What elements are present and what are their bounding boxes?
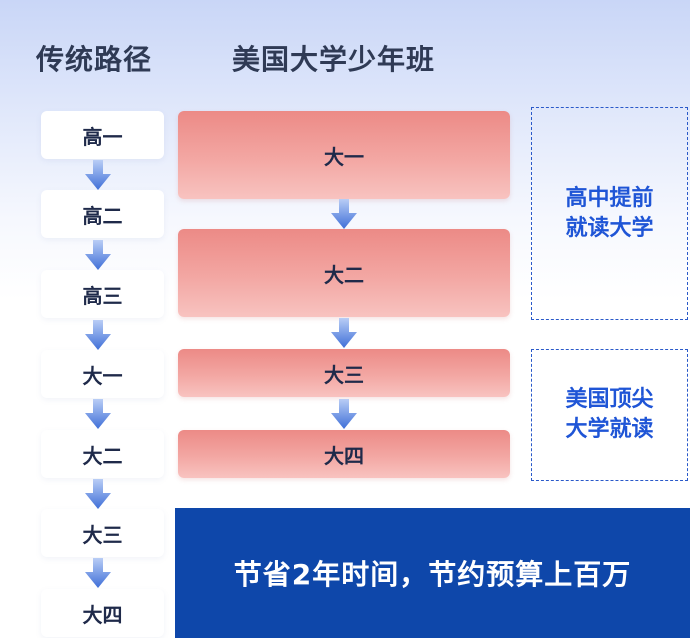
summary-banner: 节省2年时间，节约预算上百万 xyxy=(175,508,690,638)
traditional-step-6: 大三 xyxy=(41,509,164,557)
header-traditional-path: 传统路径 xyxy=(36,43,153,76)
down-arrow-icon xyxy=(85,479,111,509)
down-arrow-icon xyxy=(331,318,357,348)
down-arrow-icon xyxy=(85,399,111,429)
note-us-line-2: 大学就读 xyxy=(565,417,654,442)
traditional-step-1: 高一 xyxy=(41,111,164,159)
traditional-step-3: 高三 xyxy=(41,270,164,318)
program-step-2: 大二 xyxy=(178,229,510,317)
program-step-1: 大一 xyxy=(178,111,510,199)
summary-text: 节省2年时间，节约预算上百万 xyxy=(233,558,632,591)
down-arrow-icon xyxy=(85,160,111,190)
traditional-step-2: 高二 xyxy=(41,190,164,238)
header-us-program: 美国大学少年班 xyxy=(232,43,436,76)
down-arrow-icon xyxy=(85,558,111,588)
down-arrow-icon xyxy=(331,399,357,429)
program-step-3: 大三 xyxy=(178,349,510,397)
down-arrow-icon xyxy=(331,199,357,229)
note-early-line-1: 高中提前 xyxy=(565,185,654,211)
note-early-college: 高中提前 就读大学 xyxy=(531,107,688,320)
note-us-line-1: 美国顶尖 xyxy=(565,387,654,412)
traditional-step-5: 大二 xyxy=(41,430,164,478)
note-early-line-2: 就读大学 xyxy=(565,215,654,241)
program-step-4: 大四 xyxy=(178,430,510,478)
down-arrow-icon xyxy=(85,240,111,270)
traditional-step-4: 大一 xyxy=(41,350,164,398)
note-us-university: 美国顶尖 大学就读 xyxy=(531,349,688,481)
down-arrow-icon xyxy=(85,320,111,350)
traditional-step-7: 大四 xyxy=(41,589,164,637)
